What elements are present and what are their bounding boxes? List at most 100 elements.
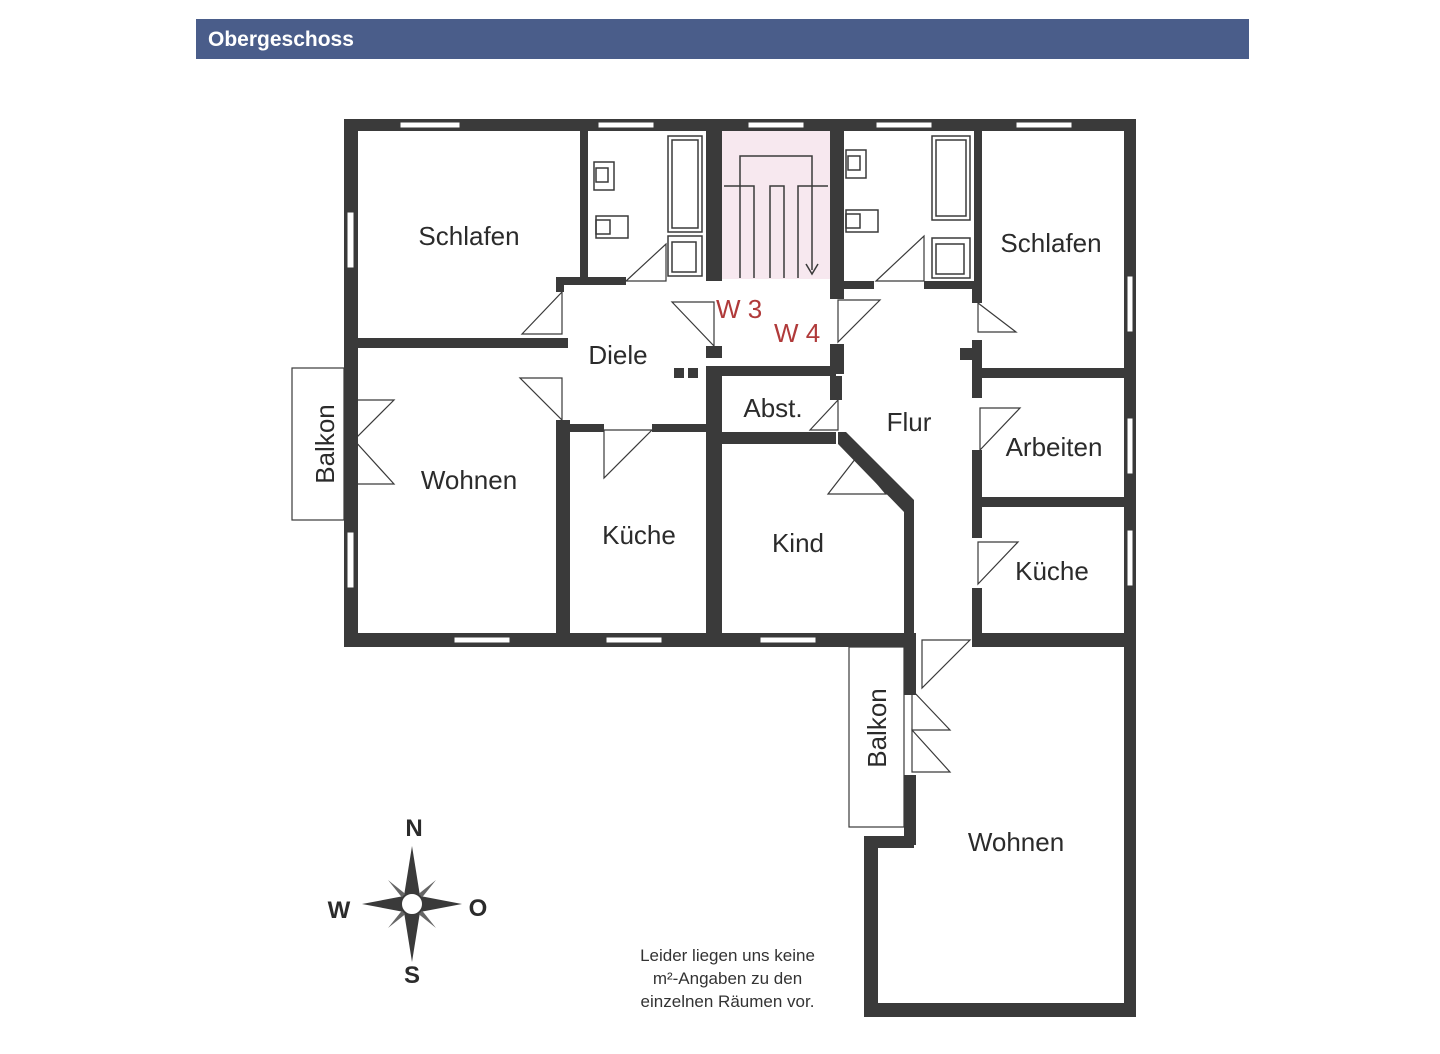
- header-bar: Obergeschoss: [196, 19, 1249, 59]
- window: [597, 121, 655, 129]
- wall-abst-top: [716, 366, 836, 376]
- window: [399, 121, 461, 129]
- room-label-diele: Diele: [588, 340, 647, 370]
- room-label-schlafen-west: Schlafen: [418, 221, 519, 251]
- wall-wing-right: [1124, 645, 1136, 1017]
- bathtub-icon: [667, 135, 703, 233]
- toilet-icon: [845, 149, 867, 179]
- unit-label-w4: W 4: [774, 318, 820, 348]
- bathtub-icon: [931, 135, 971, 221]
- door: [353, 438, 396, 485]
- room-label-wohnen-south: Wohnen: [968, 827, 1064, 857]
- window: [1126, 275, 1134, 333]
- wall-schlafen-bottom: [356, 338, 568, 348]
- door: [603, 429, 654, 480]
- wall-bath-w-right: [706, 131, 722, 281]
- wall-stair-right: [830, 131, 844, 299]
- door: [520, 290, 563, 335]
- room-label-abstellraum: Abst.: [743, 393, 802, 423]
- wall-schlafen-right: [580, 131, 588, 281]
- compass-east: O: [469, 895, 488, 922]
- wall-kind-right: [904, 505, 914, 640]
- window: [346, 531, 355, 589]
- wall-kueche-right: [706, 366, 722, 633]
- wall-arbeiten-bottom: [978, 497, 1128, 507]
- room-label-arbeiten: Arbeiten: [1006, 432, 1103, 462]
- unit-label-w3: W 3: [716, 294, 762, 324]
- wall-flur-right3: [972, 450, 982, 538]
- wall-wing-mid: [904, 775, 916, 845]
- wall-kueche-top2: [652, 424, 714, 432]
- wall-diele-right: [706, 346, 722, 358]
- room-label-kueche-east: Küche: [1015, 556, 1089, 586]
- door: [353, 399, 396, 442]
- door: [911, 728, 952, 773]
- door: [977, 301, 1018, 333]
- room-label-wohnen-west: Wohnen: [421, 465, 517, 495]
- door: [670, 301, 715, 348]
- balcony-west: [291, 367, 345, 521]
- wall-diele-left-b: [556, 420, 570, 633]
- toilet-icon: [593, 161, 615, 191]
- wall-diele-left-a: [556, 277, 564, 292]
- door: [977, 541, 1020, 586]
- room-label-schlafen-east: Schlafen: [1000, 228, 1101, 258]
- room-label-flur: Flur: [887, 407, 932, 437]
- wall-wing-upper: [904, 645, 916, 695]
- wall-flur-right2: [972, 340, 982, 398]
- door: [874, 234, 925, 282]
- window: [346, 211, 355, 269]
- door: [624, 242, 667, 282]
- wall-abst-right: [830, 376, 842, 400]
- door: [979, 407, 1022, 452]
- wall-abst-bottom: [716, 432, 836, 444]
- compass-south: S: [404, 962, 420, 989]
- wall-wing-left: [864, 836, 878, 1017]
- compass-west: W: [328, 897, 351, 924]
- room-label-balkon-west: Balkon: [310, 404, 340, 484]
- window: [453, 636, 511, 644]
- walls: [344, 119, 1136, 1017]
- note-line: einzelnen Räumen vor.: [640, 992, 815, 1011]
- door: [911, 688, 952, 731]
- compass-rose-icon: [362, 846, 462, 962]
- window: [759, 636, 817, 644]
- door: [826, 457, 888, 495]
- wall-right: [1124, 119, 1136, 647]
- wall-wing-step: [864, 836, 914, 848]
- pillar: [688, 368, 698, 378]
- windows: [346, 121, 1134, 644]
- window: [1126, 529, 1134, 587]
- room-label-kueche-west: Küche: [602, 520, 676, 550]
- door: [921, 639, 972, 690]
- window: [1015, 121, 1073, 129]
- pillar: [674, 368, 684, 378]
- wall-flur-top: [844, 281, 874, 289]
- note-line: m²-Angaben zu den: [652, 969, 803, 988]
- sink-icon: [667, 235, 703, 277]
- room-label-balkon-south: Balkon: [862, 688, 892, 768]
- wall-bottom-right: [972, 633, 1136, 647]
- pillar: [960, 348, 972, 360]
- wall-bath-e-right: [974, 131, 982, 281]
- window: [747, 121, 805, 129]
- wall-flur-top2: [924, 281, 978, 289]
- door: [837, 299, 882, 344]
- sink-icon: [931, 237, 971, 279]
- door: [808, 398, 839, 431]
- window: [875, 121, 933, 129]
- page-title: Obergeschoss: [208, 28, 354, 51]
- area-note: Leider liegen uns keine m²-Angaben zu de…: [600, 944, 855, 1013]
- wall-flur-right4: [972, 588, 982, 638]
- wall-diele-top: [556, 277, 626, 285]
- wall-wing-bottom: [864, 1003, 1136, 1017]
- compass-north: N: [405, 815, 422, 842]
- doors: [353, 234, 1022, 773]
- wall-kueche-top: [564, 424, 604, 432]
- room-label-kind: Kind: [772, 528, 824, 558]
- wall-flur-right: [972, 281, 982, 303]
- balcony-south: [848, 646, 905, 828]
- wall-top: [344, 119, 1136, 131]
- wall-flur-diagonal: [838, 432, 914, 512]
